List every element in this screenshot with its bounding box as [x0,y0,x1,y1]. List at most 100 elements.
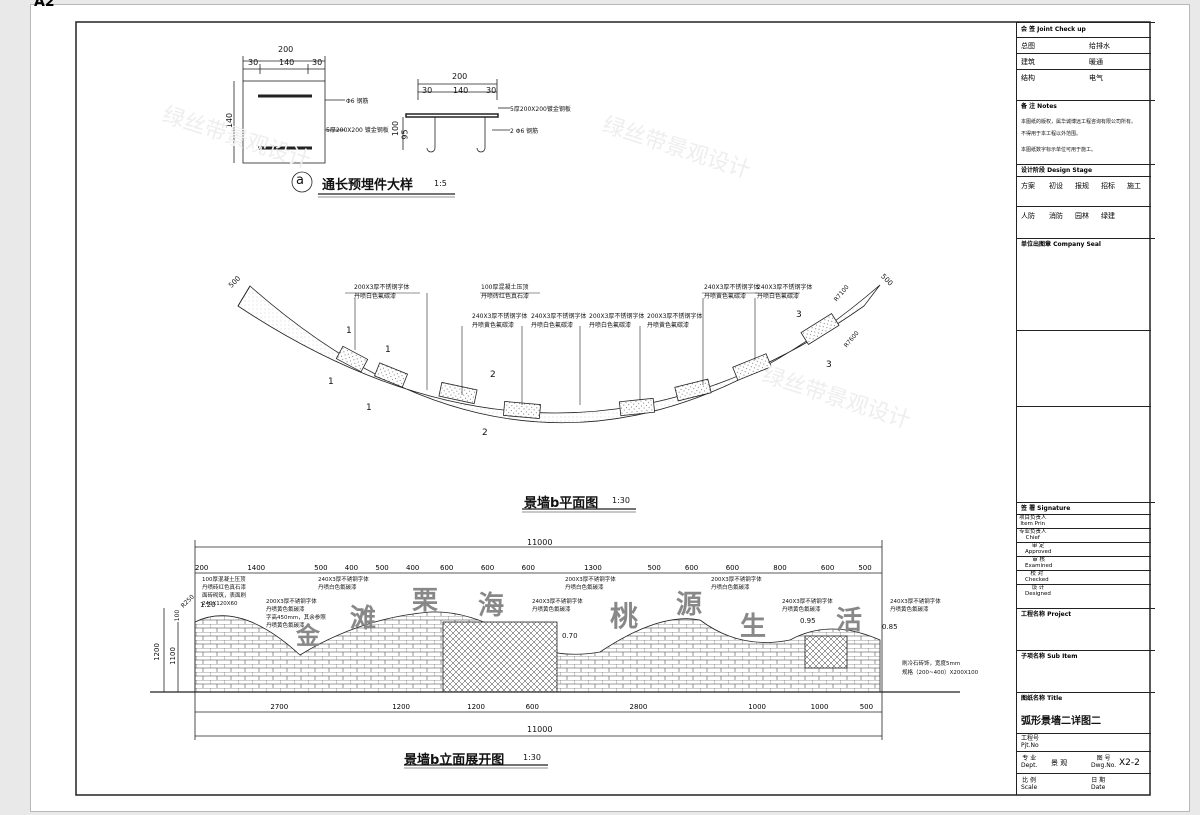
level-mark: 0.70 [562,632,578,640]
tb-stage-title: 设计阶段 Design Stage [1017,164,1155,177]
elev-height: 1100 [168,647,177,665]
tb-project: 工程名称 Project [1017,608,1155,621]
tb-check-row: 总图 给排水 [1017,37,1151,53]
wall-character: 活 [836,606,863,636]
tb-note: 不得用于本工程以外范围。 [1021,131,1082,137]
wall-character: 栗 [412,586,439,616]
detail-dim: 140 [279,58,295,67]
plan-callout: 240X3厚不锈钢字体 丹喷白色氟碳漆 [757,284,813,300]
plan-callout: 240X3厚不锈钢字体 丹喷黄色氟碳漆 [472,313,528,329]
plan-scale: 1:30 [612,496,630,505]
elev-height: 100 [174,609,182,622]
section-marker: 1 [346,326,352,336]
wall-character: 金 [296,622,320,650]
elev-total-dim: 11000 [527,725,553,734]
section-marker: 1 [328,377,334,387]
plan-callout: 200X3厚不锈钢字体 丹喷白色氟碳漆 [354,284,410,300]
elevation-scale: 1:30 [523,753,541,762]
sheet-size-label: A2 [34,0,55,10]
detail-dim: 95 [400,129,410,140]
title-block: 会 签 Joint Check up 总图 给排水 建筑 暖通 结构 电气 备 … [1016,22,1155,795]
detail-title: 通长预埋件大样 [322,178,414,193]
detail-dim: 200 [452,72,468,81]
section-marker: 3 [826,360,832,370]
plan-title: 景墙b平面图 [524,496,599,511]
tb-check-row: 结构 电气 [1017,69,1151,85]
wall-character: 海 [478,591,505,621]
elev-callout: 100厚混凝土压顶 丹喷砖红色真石漆 面砖砌筑，表面刷 240X120X60 [202,577,247,607]
elevation-title: 景墙b立面展开图 [404,753,505,768]
section-marker: 2 [482,428,488,438]
elev-side-note: 刷冷石砖饰，宽度5mm 规格（200~400）X200X100 [902,661,979,676]
tb-sign-row: 设 计 Designed [1017,584,1151,599]
elev-callout: 200X3厚不锈钢字体 丹喷黄色氟碳漆 字高450mm，其余参照 丹喷黄色氟碳漆 [266,599,326,629]
elev-callout: 240X3厚不锈钢字体 丹喷黄色氟碳漆 [890,599,941,613]
wall-character: 生 [740,612,767,642]
detail-note: Φ6 钢筋 [346,98,369,105]
elev-callout: 240X3厚不锈钢字体 丹喷白色氟碳漆 [318,577,369,591]
tb-drawing-name: 弧形景墙二详图二 [1021,716,1101,727]
title-underlines [318,193,636,769]
level-mark: 1.20 [200,601,216,609]
plan-callout: 100厚混凝土压顶 丹喷砖红色真石漆 [481,284,530,300]
plan-arc [237,284,881,424]
plan-callout: 240X3厚不锈钢字体 丹喷白色氟碳漆 [531,313,587,329]
tb-seal-area [1017,330,1151,407]
level-mark: 0.95 [800,617,816,625]
elev-callout: 200X3厚不锈钢字体 丹喷白色氟碳漆 [565,577,616,591]
tb-subitem: 子项名称 Sub Item [1017,650,1155,663]
detail-scale: 1:5 [434,179,447,188]
tb-scale-row: 比 例 Scale 日 期 Date [1017,773,1151,794]
section-marker: 1 [385,345,391,355]
tb-sign-row: 校 对 Checked [1017,570,1151,585]
border-frame [75,21,1151,796]
elev-callout: 240X3厚不锈钢字体 丹喷黄色氟碳漆 [782,599,833,613]
detail-a-drawing [233,56,510,193]
elevation-wall [150,540,960,740]
tb-check-row: 建筑 暖通 [1017,53,1151,69]
tb-note: 本图纸的版权，属华诚博远工程咨询有限公司所有。 [1021,119,1137,125]
detail-dim: 30 [248,58,259,67]
elev-callout: 200X3厚不锈钢字体 丹喷白色氟碳漆 [711,577,762,591]
plan-callout: 240X3厚不锈钢字体 丹喷黄色氟碳漆 [704,284,760,300]
tb-discipline-row: 专 业 Dept. 景 观 图 号 Dwg.No. X2-2 [1017,751,1151,774]
plan-callout: 200X3厚不锈钢字体 丹喷黄色氟碳漆 [647,313,703,329]
elev-top-dims: 200 1400 500 400 500 400 600 600 600 130… [195,564,872,572]
detail-dim: 100 [391,120,401,137]
wall-character: 滩 [350,604,377,634]
wall-character: 桃 [610,600,639,633]
tb-signature-title: 签 署 Signature [1017,502,1155,515]
tb-sign-row: 专业负责人 Chief [1017,528,1151,543]
elev-bottom-dims: 2700 1200 1200 600 2800 1000 1000 500 [270,703,874,711]
tb-seal-title: 单位出图章 Company Seal [1017,238,1155,251]
detail-note: 5厚200X200 镀金钢板 [326,127,389,134]
detail-note: 2 Φ6 钢筋 [510,128,539,135]
section-marker: 1 [366,403,372,413]
tb-stage-row: 人防 消防 园林 绿建 [1017,206,1151,225]
tb-sign-row: 项目负责人 Item Prin [1017,514,1151,529]
section-marker: 3 [796,310,802,320]
elev-total-dim: 11000 [527,538,553,547]
elev-callout: 240X3厚不锈钢字体 丹喷黄色氟碳漆 [532,599,583,613]
tb-sign-row: 审 核 Examined [1017,556,1151,571]
detail-dim: 30 [486,86,497,95]
detail-note: 5厚200X200镀金钢板 [510,106,571,113]
detail-circle-letter: a [296,173,304,188]
tb-job-no: 工程号 Pjt.No [1017,733,1151,752]
tb-blank-area [1017,406,1151,503]
tb-drawing-name-label: 图纸名称 Title [1017,692,1155,705]
plan-callout: 200X3厚不锈钢字体 丹喷白色氟碳漆 [589,313,645,329]
wall-character: 源 [676,590,703,620]
detail-dim: 30 [422,86,433,95]
tb-sign-row: 审 定 Approved [1017,542,1151,557]
tb-note: 本图纸数字标示单位可用于施工。 [1021,147,1097,153]
section-marker: 2 [490,370,496,380]
elev-height: 1200 [152,643,161,661]
tb-notes-title: 备 注 Notes [1017,100,1155,113]
detail-dim: 30 [312,58,323,67]
level-mark: 0.85 [882,623,898,631]
tb-stage-row: 方案 初设 报规 招标 施工 [1017,176,1151,195]
tb-joint-check: 会 签 Joint Check up [1017,22,1155,37]
detail-dim: 200 [278,45,294,54]
